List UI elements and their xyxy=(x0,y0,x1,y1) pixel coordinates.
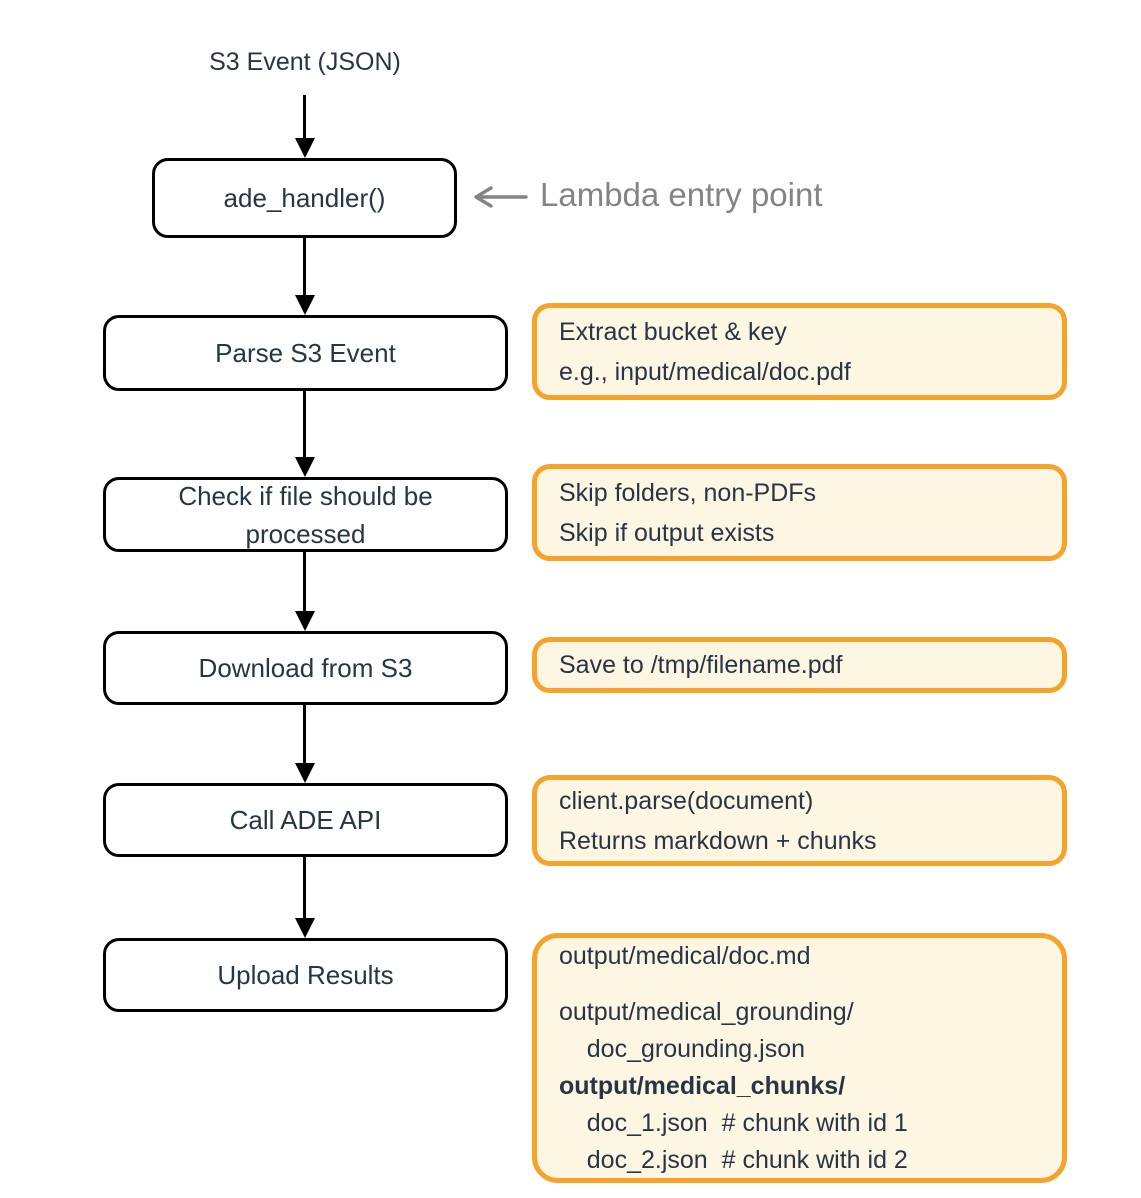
node-check-file: Check if file should be processed xyxy=(103,477,508,552)
node-label: Call ADE API xyxy=(229,805,382,835)
note-line: doc_2.json # chunk with id 2 xyxy=(559,1145,908,1174)
arrow-down-connector xyxy=(303,857,306,918)
node-parse-s3-event: Parse S3 Event xyxy=(103,315,508,391)
node-call-ade-api: Call ADE API xyxy=(103,783,508,857)
note-download-from-s3: Save to /tmp/filename.pdf xyxy=(532,637,1067,693)
note-line: Save to /tmp/filename.pdf xyxy=(559,651,843,679)
note-line: Skip folders, non-PDFs xyxy=(559,478,817,507)
note-line: output/medical/doc.md xyxy=(559,941,811,970)
arrow-down-connector xyxy=(303,705,306,763)
entry-point-label: Lambda entry point xyxy=(540,176,823,213)
note-call-ade-api: client.parse(document) Returns markdown … xyxy=(532,775,1067,866)
note-check-file: Skip folders, non-PDFs Skip if output ex… xyxy=(532,464,1067,561)
note-line: doc_1.json # chunk with id 1 xyxy=(559,1108,908,1137)
arrow-down-connector xyxy=(303,551,306,611)
arrow-down-connector xyxy=(303,237,306,295)
source-event-label: S3 Event (JSON) xyxy=(209,48,401,76)
note-line: Returns markdown + chunks xyxy=(559,826,877,855)
note-line: e.g., input/medical/doc.pdf xyxy=(559,357,851,386)
node-label: Check if file should be processed xyxy=(178,480,433,549)
node-upload-results: Upload Results xyxy=(103,938,508,1012)
node-download-from-s3: Download from S3 xyxy=(103,631,508,705)
note-line: Skip if output exists xyxy=(559,518,775,547)
note-line: doc_grounding.json xyxy=(559,1034,806,1063)
note-parse-s3-event: Extract bucket & key e.g., input/medical… xyxy=(532,303,1067,400)
note-line: client.parse(document) xyxy=(559,786,814,815)
node-label: Upload Results xyxy=(217,960,394,990)
arrow-down-connector xyxy=(303,391,306,457)
node-ade-handler: ade_handler() xyxy=(152,158,457,238)
note-upload-results: output/medical/doc.md output/medical_gro… xyxy=(532,933,1067,1183)
arrow-down-connector xyxy=(303,95,306,138)
note-line: Extract bucket & key xyxy=(559,317,787,346)
note-line: output/medical_chunks/ xyxy=(559,1071,846,1100)
note-line: output/medical_grounding/ xyxy=(559,997,854,1026)
node-label: Download from S3 xyxy=(198,653,413,683)
left-arrow-icon xyxy=(474,186,528,208)
node-label: Parse S3 Event xyxy=(215,338,396,368)
node-label: ade_handler() xyxy=(223,183,386,213)
